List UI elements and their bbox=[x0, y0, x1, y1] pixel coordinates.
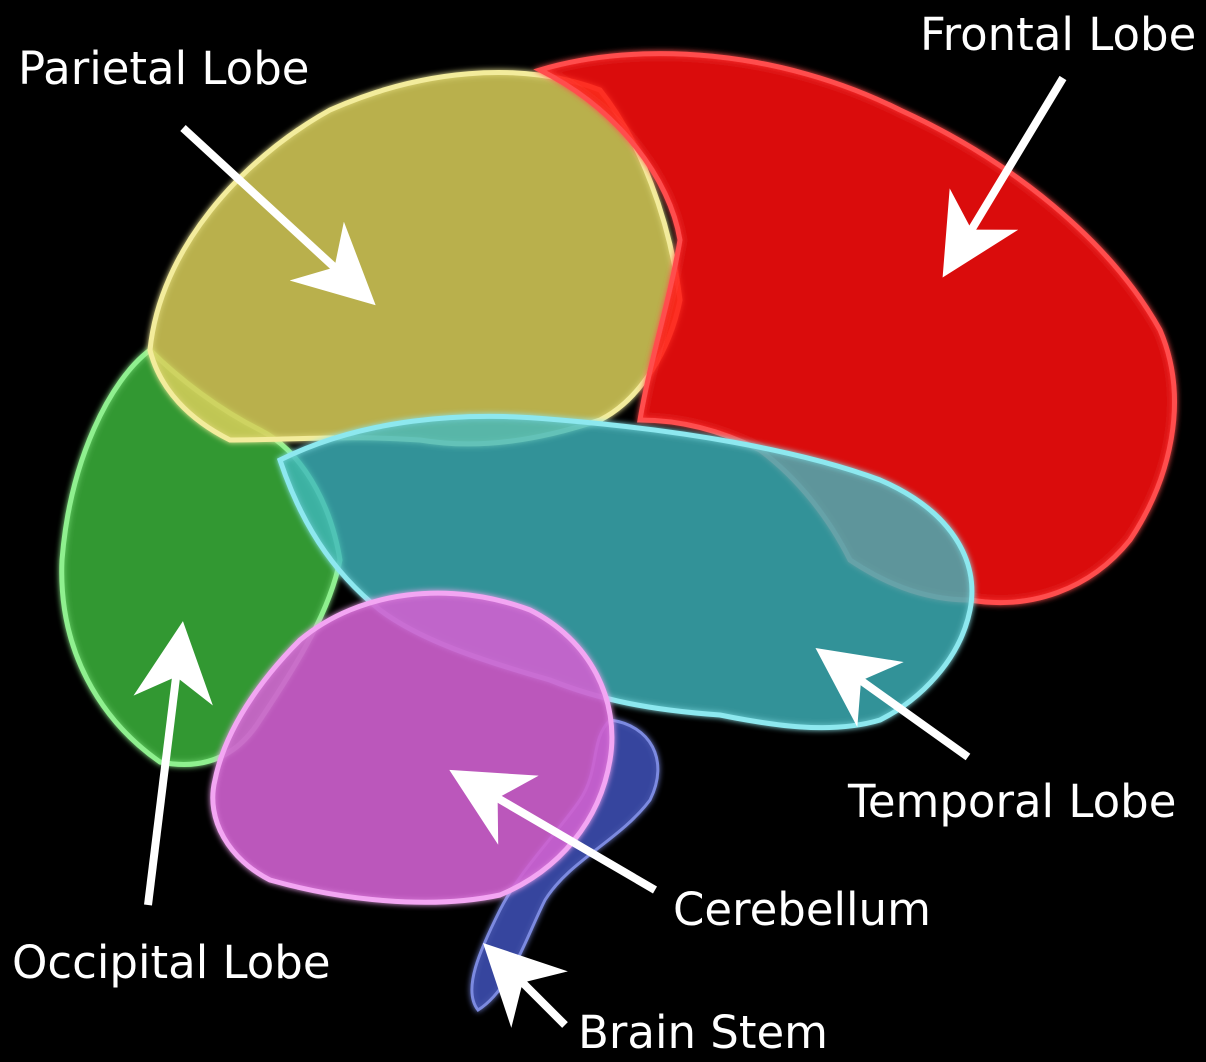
occipital-lobe-label: Occipital Lobe bbox=[12, 940, 331, 985]
parietal-lobe-region bbox=[150, 73, 680, 444]
frontal-lobe-label: Frontal Lobe bbox=[920, 12, 1196, 57]
arrow-brain-stem bbox=[500, 960, 565, 1025]
temporal-lobe-label: Temporal Lobe bbox=[848, 779, 1176, 824]
parietal-lobe-label: Parietal Lobe bbox=[18, 46, 309, 91]
brain-stem-label: Brain Stem bbox=[578, 1010, 828, 1055]
cerebellum-label: Cerebellum bbox=[673, 887, 931, 932]
